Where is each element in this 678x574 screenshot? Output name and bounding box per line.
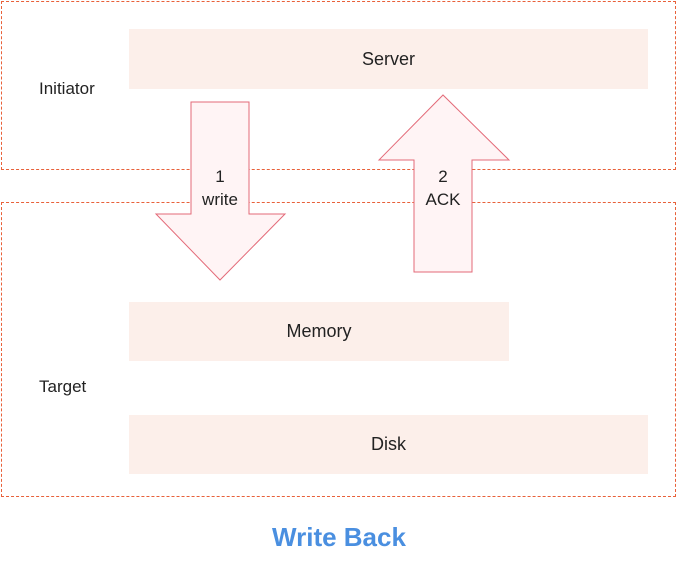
write-label: write [202,190,238,209]
diagram-title: Write Back [272,522,406,552]
server-block: Server [129,29,648,89]
server-label: Server [361,48,415,69]
initiator-zone [1,1,676,170]
ack-label: ACK [425,190,461,209]
ack-step-number: 2 [438,167,448,186]
disk-label: Disk [371,434,406,454]
target-zone [1,202,676,497]
write-step-number: 1 [215,167,225,186]
initiator-label: Initiator [39,79,95,98]
memory-label: Memory [286,321,352,341]
disk-block: Disk [129,415,648,474]
target-label: Target [39,377,87,396]
memory-block: Memory [129,302,509,361]
